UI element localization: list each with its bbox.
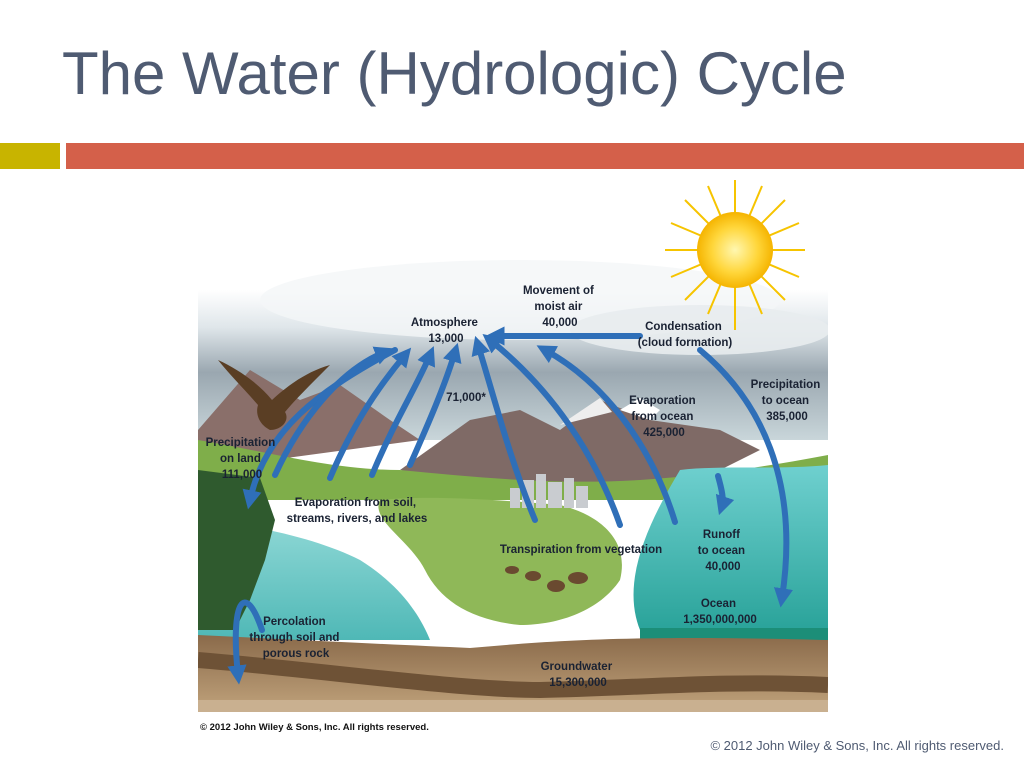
slide-title: The Water (Hydrologic) Cycle bbox=[62, 40, 847, 107]
image-credit: © 2012 John Wiley & Sons, Inc. All right… bbox=[200, 722, 429, 733]
label-condensation: Condensation (cloud formation) bbox=[638, 321, 733, 349]
label-precip-ocean: Precipitation to ocean 385,000 bbox=[751, 379, 824, 423]
city bbox=[510, 474, 588, 508]
accent-bar-yellow bbox=[0, 143, 60, 169]
forest bbox=[198, 470, 275, 630]
footer-copyright: © 2012 John Wiley & Sons, Inc. All right… bbox=[710, 738, 1004, 753]
flow-arrows bbox=[227, 326, 793, 685]
green-land bbox=[198, 440, 828, 500]
label-movement-air: Movement of moist air 40,000 bbox=[523, 285, 597, 329]
label-atmosphere: Atmosphere 13,000 bbox=[411, 317, 481, 345]
label-percolation: Percolation through soil and porous rock bbox=[249, 616, 342, 660]
eagle-icon bbox=[218, 360, 330, 430]
label-evap-soil: Evaporation from soil, streams, rivers, … bbox=[287, 497, 428, 525]
label-transpiration: Transpiration from vegetation bbox=[500, 544, 662, 556]
label-precip-land: Precipitation on land 111,000 bbox=[206, 437, 279, 481]
label-evap-ocean: Evaporation from ocean 425,000 bbox=[629, 395, 699, 439]
cows bbox=[505, 566, 588, 592]
label-groundwater: Groundwater 15,300,000 bbox=[541, 661, 616, 689]
water-cycle-diagram: Movement of moist air 40,000 Atmosphere … bbox=[198, 180, 828, 712]
accent-bar-orange bbox=[66, 143, 1024, 169]
peninsula bbox=[378, 497, 622, 625]
sun-icon bbox=[665, 180, 805, 330]
label-runoff: Runoff to ocean 40,000 bbox=[698, 529, 749, 573]
label-ocean: Ocean 1,350,000,000 bbox=[683, 598, 757, 626]
label-71000: 71,000* bbox=[446, 392, 486, 404]
cloud bbox=[570, 305, 828, 355]
